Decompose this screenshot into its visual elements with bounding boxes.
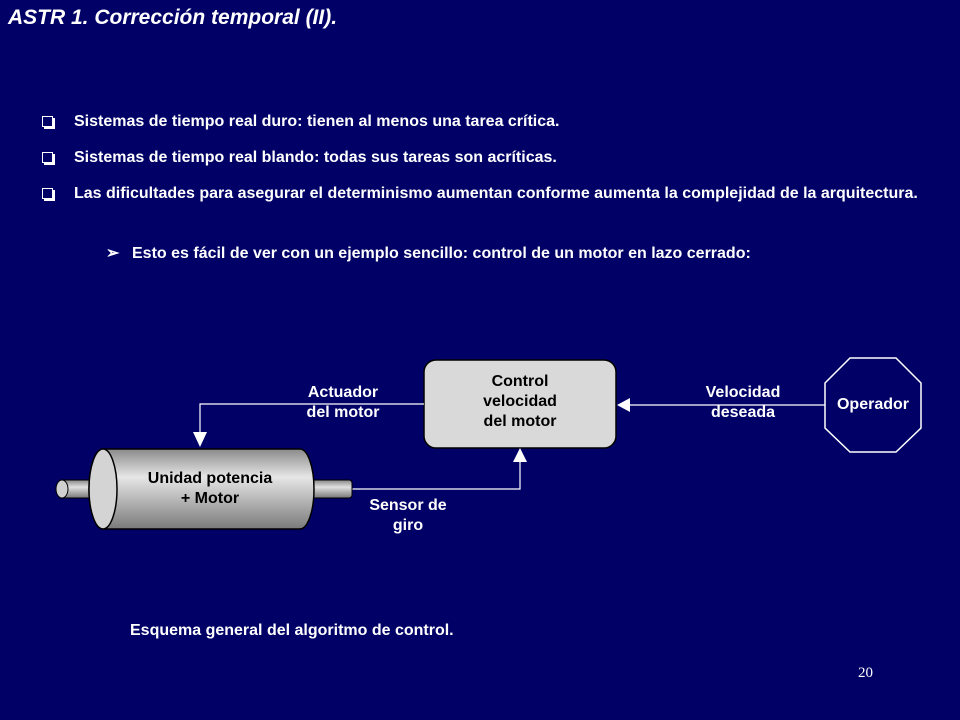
bullet-text: Sistemas de tiempo real blando: todas su… [74, 149, 557, 166]
arrow-bullet-icon: ➢ [106, 245, 120, 262]
checkbox-bullet-icon [42, 188, 53, 199]
bullet-text: Las dificultades para asegurar el determ… [74, 185, 918, 202]
motor-label-line: Unidad potencia [147, 470, 273, 487]
motor-label: Unidad potencia + Motor [115, 469, 305, 509]
actuator-arrowhead [193, 432, 207, 447]
motor-cylinder-face [88, 448, 118, 530]
actuator-label-line: Actuador [307, 384, 379, 401]
motor-shaft-left-end [55, 479, 69, 499]
motor-label-line: + Motor [180, 490, 240, 507]
sensor-arrowhead [513, 448, 527, 462]
speed-label-line: Velocidad [705, 384, 781, 401]
operator-octagon [824, 357, 922, 453]
diagram-caption: Esquema general del algoritmo de control… [130, 622, 454, 639]
operator-label: Operador [836, 396, 909, 413]
sensor-line [350, 462, 521, 490]
actuator-label: Actuador del motor [280, 383, 406, 423]
actuator-line [199, 403, 424, 432]
control-box-line: velocidad [483, 393, 557, 410]
bullet-text: Sistemas de tiempo real duro: tienen al … [74, 113, 560, 130]
speed-arrowhead [617, 398, 630, 412]
slide-title: ASTR 1. Corrección temporal (II). [8, 6, 338, 29]
sub-bullet-text: Esto es fácil de ver con un ejemplo senc… [132, 245, 751, 262]
actuator-label-line: del motor [306, 404, 380, 421]
control-box-line: del motor [483, 413, 557, 430]
control-box-label: Control velocidad del motor [424, 372, 616, 432]
sensor-label: Sensor de giro [350, 496, 466, 536]
checkbox-bullet-icon [42, 152, 53, 163]
speed-label-line: deseada [710, 404, 776, 421]
speed-label: Velocidad deseada [680, 383, 806, 423]
sensor-label-line: giro [392, 517, 424, 534]
page-number: 20 [858, 665, 873, 681]
sensor-label-line: Sensor de [369, 497, 447, 514]
control-box-line: Control [491, 373, 549, 390]
checkbox-bullet-icon [42, 116, 53, 127]
